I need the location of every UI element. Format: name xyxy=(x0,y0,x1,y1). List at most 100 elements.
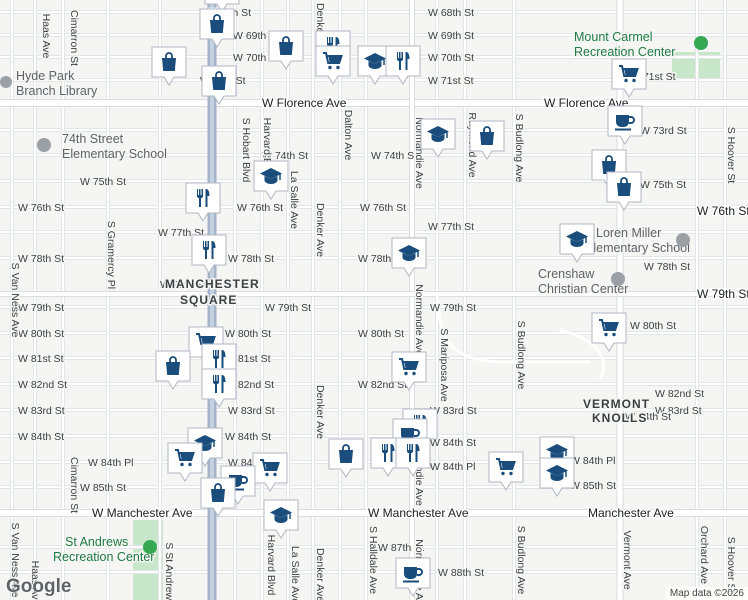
neighborhood-manchester-square: MANCHESTER SQUARE xyxy=(164,276,261,309)
map-marker-shopping-bag[interactable] xyxy=(268,30,304,70)
poi-mount-carmel[interactable]: Mount Carmel Recreation Center xyxy=(573,29,708,61)
street-label-vertical: Denker Ave xyxy=(314,385,326,439)
poi-hyde-park-library[interactable]: Hyde Park Branch Library xyxy=(0,68,100,100)
street-label: W 76th St xyxy=(18,202,64,214)
map-marker-restaurant[interactable] xyxy=(385,45,421,85)
map-marker-school[interactable] xyxy=(539,457,575,497)
street-label-vertical: S Halldale Ave xyxy=(367,526,379,594)
map-marker-shopping-bag[interactable] xyxy=(200,477,236,517)
street-label: W 84th Pl xyxy=(430,461,476,473)
map-marker-shopping-bag[interactable] xyxy=(201,65,237,105)
street-label-vertical: Dalton Ave xyxy=(342,110,354,161)
marker-pin xyxy=(395,437,431,477)
map-marker-shopping-bag[interactable] xyxy=(199,8,235,48)
street-label-vertical: S Van Ness Ave xyxy=(9,523,21,598)
svg-text:Loren Miller: Loren Miller xyxy=(596,226,661,240)
street-label: W 79th St xyxy=(18,302,64,314)
street-label-vertical: Haas Ave xyxy=(29,561,41,600)
map-attribution[interactable]: Map data ©2026 xyxy=(665,587,748,600)
svg-text:Branch Library: Branch Library xyxy=(16,84,98,98)
map-marker-grocery-cart[interactable] xyxy=(488,451,524,491)
map-marker-restaurant[interactable] xyxy=(395,437,431,477)
street-label: W 84th Pl xyxy=(570,455,616,467)
map-marker-shopping-bag[interactable] xyxy=(606,171,642,211)
label-manchester-ave-east: Manchester Ave xyxy=(588,506,674,520)
street-label: W 83rd St xyxy=(228,405,275,417)
marker-pin xyxy=(185,182,221,222)
map-marker-school[interactable] xyxy=(263,499,299,539)
street-label: W 80th St xyxy=(225,328,271,340)
map-marker-school[interactable] xyxy=(253,160,289,200)
street-label-vertical: Harvard Blvd xyxy=(265,535,277,596)
poi-crenshaw-christian[interactable]: Crenshaw Christian Center xyxy=(537,266,630,298)
street-label: W 83rd St xyxy=(430,405,477,417)
street-label: W 78th St xyxy=(228,253,274,265)
school-icon xyxy=(37,138,51,152)
street-label: W 82nd St xyxy=(225,379,274,391)
street-label: W 76th St xyxy=(360,202,406,214)
map-marker-coffee[interactable] xyxy=(607,105,643,145)
street-label: W 73rd St xyxy=(640,125,687,137)
poi-loren-miller-school[interactable]: Loren Miller Elementary School xyxy=(584,225,692,257)
map-marker-shopping-bag[interactable] xyxy=(469,120,505,160)
map-marker-grocery-cart[interactable] xyxy=(391,351,427,391)
svg-text:Christian Center: Christian Center xyxy=(538,282,628,296)
marker-pin xyxy=(201,368,237,408)
street-label-vertical: Cimarron St xyxy=(68,10,80,66)
street-label: W 77th St xyxy=(428,221,474,233)
street-label: W 79th St xyxy=(430,302,476,314)
map-marker-grocery-cart[interactable] xyxy=(591,312,627,352)
street-label: W 76th St xyxy=(237,202,283,214)
street-label-vertical: Vermont Ave xyxy=(621,530,633,590)
svg-text:Hyde Park: Hyde Park xyxy=(16,69,75,83)
street-label: W 78th St xyxy=(644,261,690,273)
street-label-vertical: S Budlong Ave xyxy=(515,526,527,595)
street-label: W 78th St xyxy=(18,253,64,265)
street-label-vertical: La Salle Ave xyxy=(289,546,301,600)
map-marker-school[interactable] xyxy=(391,237,427,277)
map-marker-coffee[interactable] xyxy=(395,557,431,597)
map-marker-shopping-bag[interactable] xyxy=(204,0,240,13)
street-label-vertical: S Hobart Blvd xyxy=(240,118,252,183)
svg-text:KNOLLS: KNOLLS xyxy=(592,411,647,425)
marker-pin xyxy=(204,0,240,13)
street-label: W 75th St xyxy=(640,179,686,191)
map-marker-restaurant[interactable] xyxy=(201,368,237,408)
street-label: W 74th St xyxy=(262,150,308,162)
map-marker-shopping-bag[interactable] xyxy=(328,438,364,478)
street-label: W 69th St xyxy=(428,30,474,42)
map-marker-school[interactable] xyxy=(420,118,456,158)
street-label: W 75th St xyxy=(80,176,126,188)
street-label: W 84th St xyxy=(18,431,64,443)
poi-74th-street-school[interactable]: 74th Street Elementary School xyxy=(37,131,168,163)
street-label: W 84th St xyxy=(625,411,671,423)
map-markers xyxy=(151,0,647,597)
poi-st-andrews-rec[interactable]: St Andrews Recreation Center xyxy=(52,534,157,566)
street-label: W 81st St xyxy=(18,353,64,365)
map-marker-grocery-cart[interactable] xyxy=(167,442,203,482)
street-label: W 85th St xyxy=(80,482,126,494)
map-marker-grocery-cart[interactable] xyxy=(611,58,647,98)
street-label: W 80th St xyxy=(630,320,676,332)
svg-text:Recreation Center: Recreation Center xyxy=(53,550,154,564)
street-label: W 82nd St xyxy=(655,388,704,400)
street-label: W 74th St xyxy=(371,150,417,162)
map-marker-restaurant[interactable] xyxy=(185,182,221,222)
map-marker-shopping-bag[interactable] xyxy=(155,350,191,390)
svg-text:MANCHESTER: MANCHESTER xyxy=(165,277,260,291)
street-label: W 68th St xyxy=(428,7,474,19)
google-logo: Google xyxy=(6,576,72,597)
svg-text:Recreation Center: Recreation Center xyxy=(574,45,675,59)
street-label-vertical: S Budlong Ave xyxy=(515,321,527,390)
label-79th-st-east: W 79th St xyxy=(697,287,748,301)
svg-text:VERMONT: VERMONT xyxy=(583,397,650,411)
church-icon xyxy=(611,272,625,286)
map-marker-grocery-cart[interactable] xyxy=(315,45,351,85)
marker-pin xyxy=(191,234,227,274)
park-icon xyxy=(143,540,157,554)
map-marker-shopping-bag[interactable] xyxy=(151,46,187,86)
label-florence-ave: W Florence Ave xyxy=(262,96,347,110)
map-marker-school[interactable] xyxy=(559,223,595,263)
map-marker-restaurant[interactable] xyxy=(191,234,227,274)
